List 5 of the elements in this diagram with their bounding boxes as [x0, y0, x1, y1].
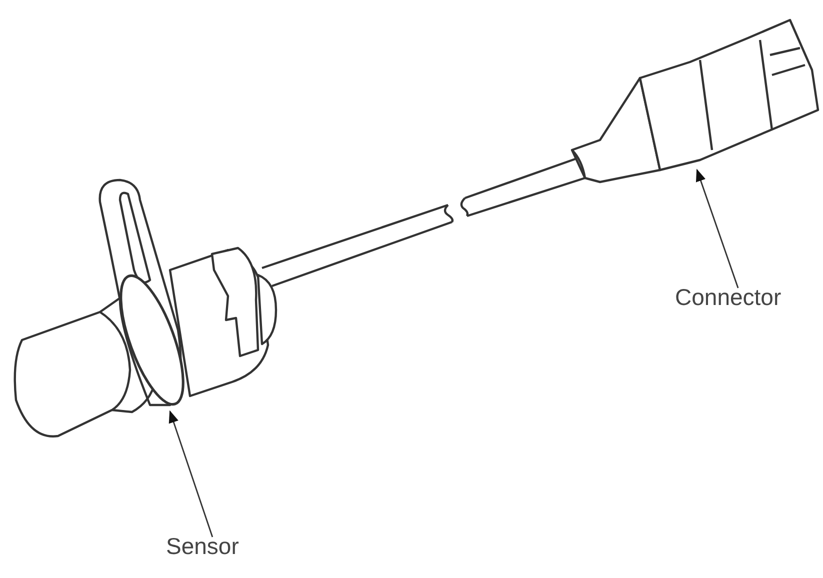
leader-line [696, 168, 739, 288]
sensor-ring [120, 274, 184, 406]
leader-line [168, 410, 214, 538]
part-label: Connector [675, 286, 782, 309]
part-label: Sensor [166, 535, 239, 558]
